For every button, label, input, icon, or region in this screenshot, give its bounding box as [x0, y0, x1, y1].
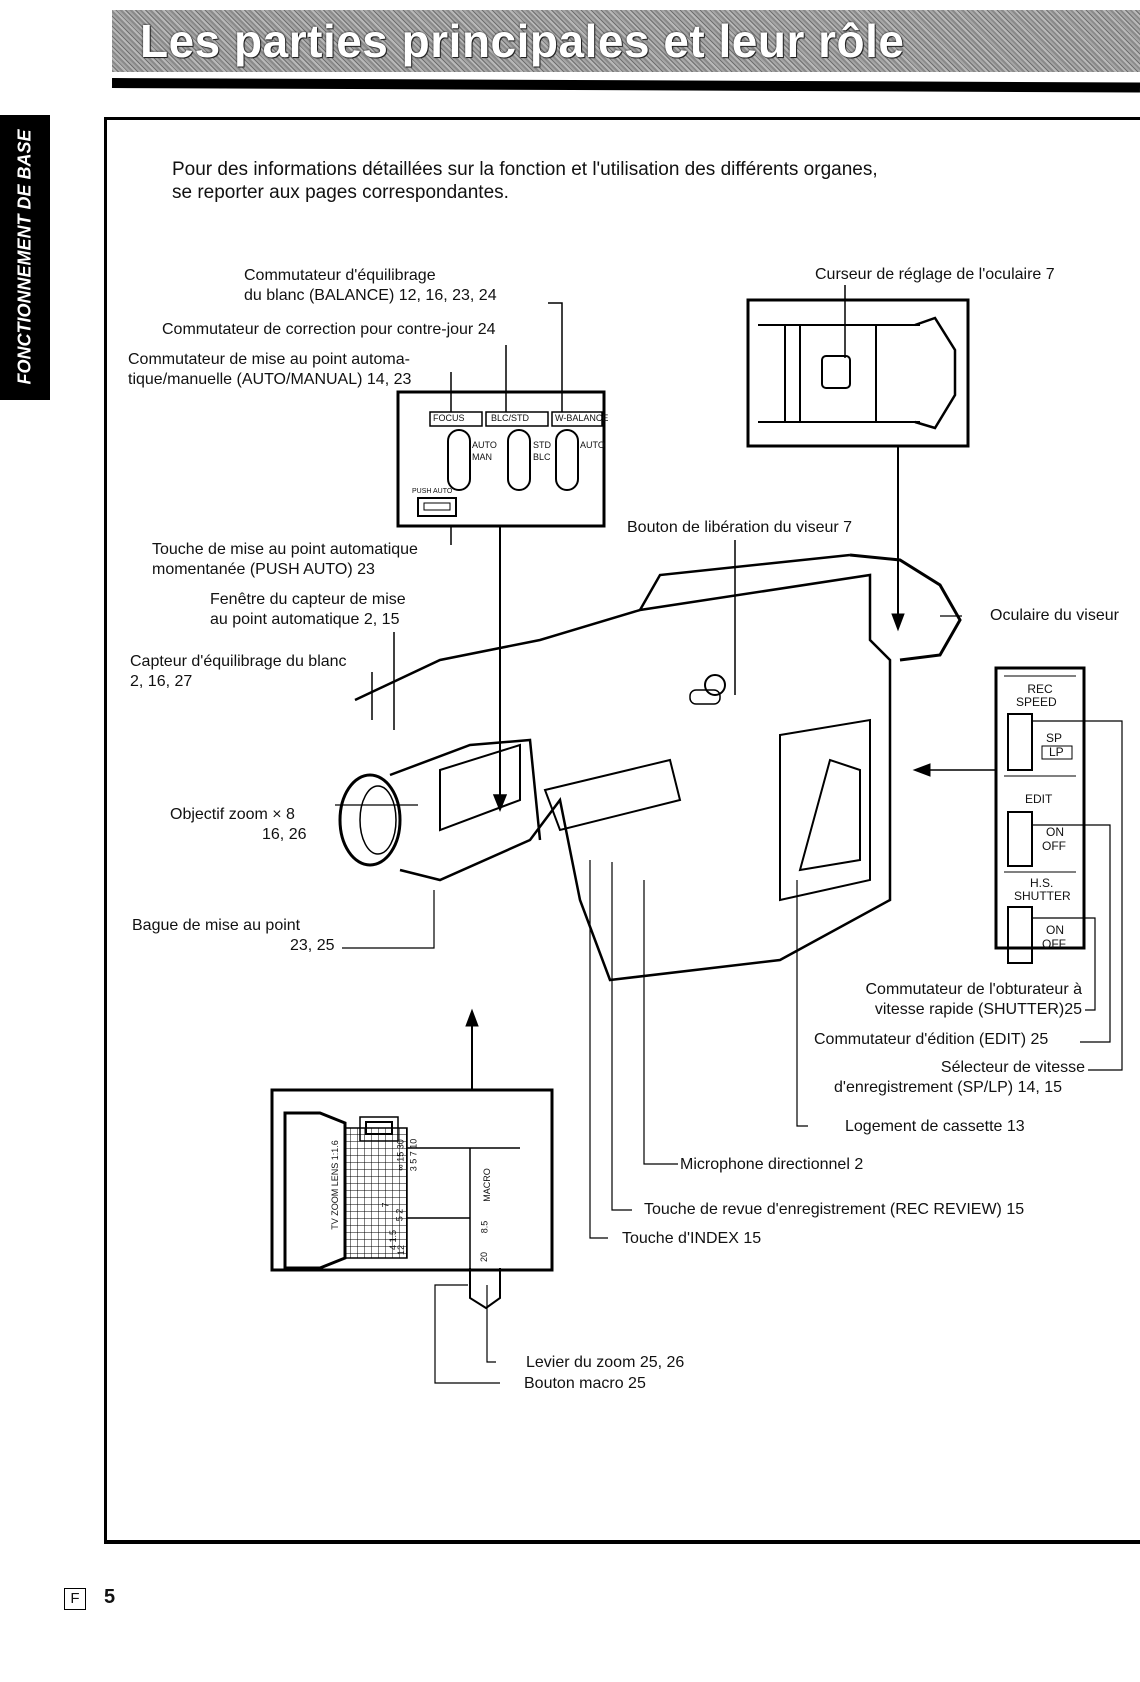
blc-std-label: BLC/STD — [491, 413, 530, 423]
scale-6: 12 — [396, 1244, 407, 1256]
focus-label: FOCUS — [433, 413, 465, 423]
section-tab: FONCTIONNEMENT DE BASE — [0, 115, 50, 400]
label-shutter-switch-1: Commutateur de l'obturateur à — [865, 981, 1083, 998]
focal-8-5: 8.5 — [479, 1220, 490, 1234]
edit-panel-label: EDIT — [1025, 792, 1053, 806]
label-focus-switch-2: tique/manuelle (AUTO/MANUAL) 14, 23 — [128, 371, 412, 388]
label-rec-review: Touche de revue d'enregistrement (REC RE… — [644, 1201, 1025, 1218]
edit-on-label: ON — [1046, 825, 1064, 839]
lens-marking: TV ZOOM LENS 1:1.6 — [329, 1140, 340, 1230]
label-macro-button: Bouton macro 25 — [524, 1375, 646, 1392]
label-speed-selector-1: Sélecteur de vitesse — [940, 1059, 1085, 1076]
label-focus-switch-1: Commutateur de mise au point automa- — [128, 351, 410, 368]
label-shutter-switch-2: vitesse rapide (SHUTTER)25 — [874, 1001, 1082, 1018]
edit-off-label: OFF — [1042, 839, 1066, 853]
label-focus-ring-1: Bague de mise au point — [132, 917, 301, 934]
scale-2: 3 5 7 10 — [408, 1138, 419, 1172]
scale-3: 7 — [380, 1202, 391, 1208]
label-cassette: Logement de cassette 13 — [845, 1118, 1025, 1135]
label-zoom-lens-2: 16, 26 — [262, 826, 307, 843]
label-af-window-1: Fenêtre du capteur de mise — [210, 591, 406, 608]
hs-on-label: ON — [1046, 923, 1064, 937]
label-backlight-switch: Commutateur de correction pour contre-jo… — [162, 321, 496, 338]
label-index: Touche d'INDEX 15 — [622, 1230, 762, 1247]
hs-label-1: H.S. — [1030, 876, 1054, 890]
focus-man-label: MAN — [472, 452, 492, 462]
lens-detail-inset — [270, 1008, 554, 1384]
label-viewfinder-release: Bouton de libération du viseur 7 — [627, 519, 853, 536]
label-eyepiece: Oculaire du viseur — [990, 607, 1119, 624]
page-number: 5 — [104, 1586, 116, 1608]
camcorder-body — [338, 540, 962, 982]
intro-text: Pour des informations détaillées sur la … — [172, 158, 972, 204]
side-panel-inset — [912, 666, 1086, 964]
label-balance-switch-2: du blanc (BALANCE) 12, 16, 23, 24 — [244, 287, 497, 304]
intro-line-2: se reporter aux pages correspondantes. — [172, 182, 509, 203]
scale-4: 5 2 — [394, 1208, 405, 1222]
hs-off-label: OFF — [1042, 937, 1066, 951]
rec-speed-label-1: REC — [1027, 682, 1053, 696]
focal-20: 20 — [479, 1251, 490, 1263]
hs-label-2: SHUTTER — [1014, 889, 1071, 903]
wb-auto-label: AUTO — [580, 440, 605, 450]
macro-marking: MACRO — [481, 1168, 492, 1202]
scale-1: ∞ 15 30 — [395, 1139, 406, 1171]
label-wb-sensor-1: Capteur d'équilibrage du blanc — [130, 653, 347, 670]
label-push-auto-1: Touche de mise au point automatique — [152, 541, 418, 558]
rec-speed-label-2: SPEED — [1016, 695, 1057, 709]
page-title: Les parties principales et leur rôle — [140, 15, 905, 67]
w-balance-label: W-BALANCE — [555, 413, 609, 423]
label-push-auto-2: momentanée (PUSH AUTO) 23 — [152, 561, 375, 578]
viewfinder-inset — [746, 285, 970, 632]
label-af-window-2: au point automatique 2, 15 — [210, 611, 400, 628]
intro-line-1: Pour des informations détaillées sur la … — [172, 159, 878, 180]
language-badge: F — [64, 1588, 86, 1610]
label-focus-ring-2: 23, 25 — [290, 937, 335, 954]
label-microphone: Microphone directionnel 2 — [680, 1156, 864, 1173]
label-eyepiece-slider: Curseur de réglage de l'oculaire 7 — [815, 266, 1055, 283]
focus-auto-label: AUTO — [472, 440, 497, 450]
std-label: STD — [533, 440, 551, 450]
label-speed-selector-2: d'enregistrement (SP/LP) 14, 15 — [834, 1079, 1063, 1096]
label-zoom-lever: Levier du zoom 25, 26 — [526, 1354, 685, 1371]
sp-label: SP — [1046, 731, 1063, 745]
blc-label: BLC — [533, 452, 551, 462]
title-band — [112, 10, 1140, 72]
label-zoom-lens-1: Objectif zoom × 8 — [170, 806, 295, 823]
push-auto-label: PUSH AUTO — [412, 488, 453, 495]
label-balance-switch-1: Commutateur d'équilibrage — [244, 267, 436, 284]
label-edit-switch: Commutateur d'édition (EDIT) 25 — [814, 1031, 1049, 1048]
lp-label: LP — [1049, 745, 1064, 759]
label-wb-sensor-2: 2, 16, 27 — [130, 673, 193, 690]
content-frame — [104, 117, 1140, 1544]
